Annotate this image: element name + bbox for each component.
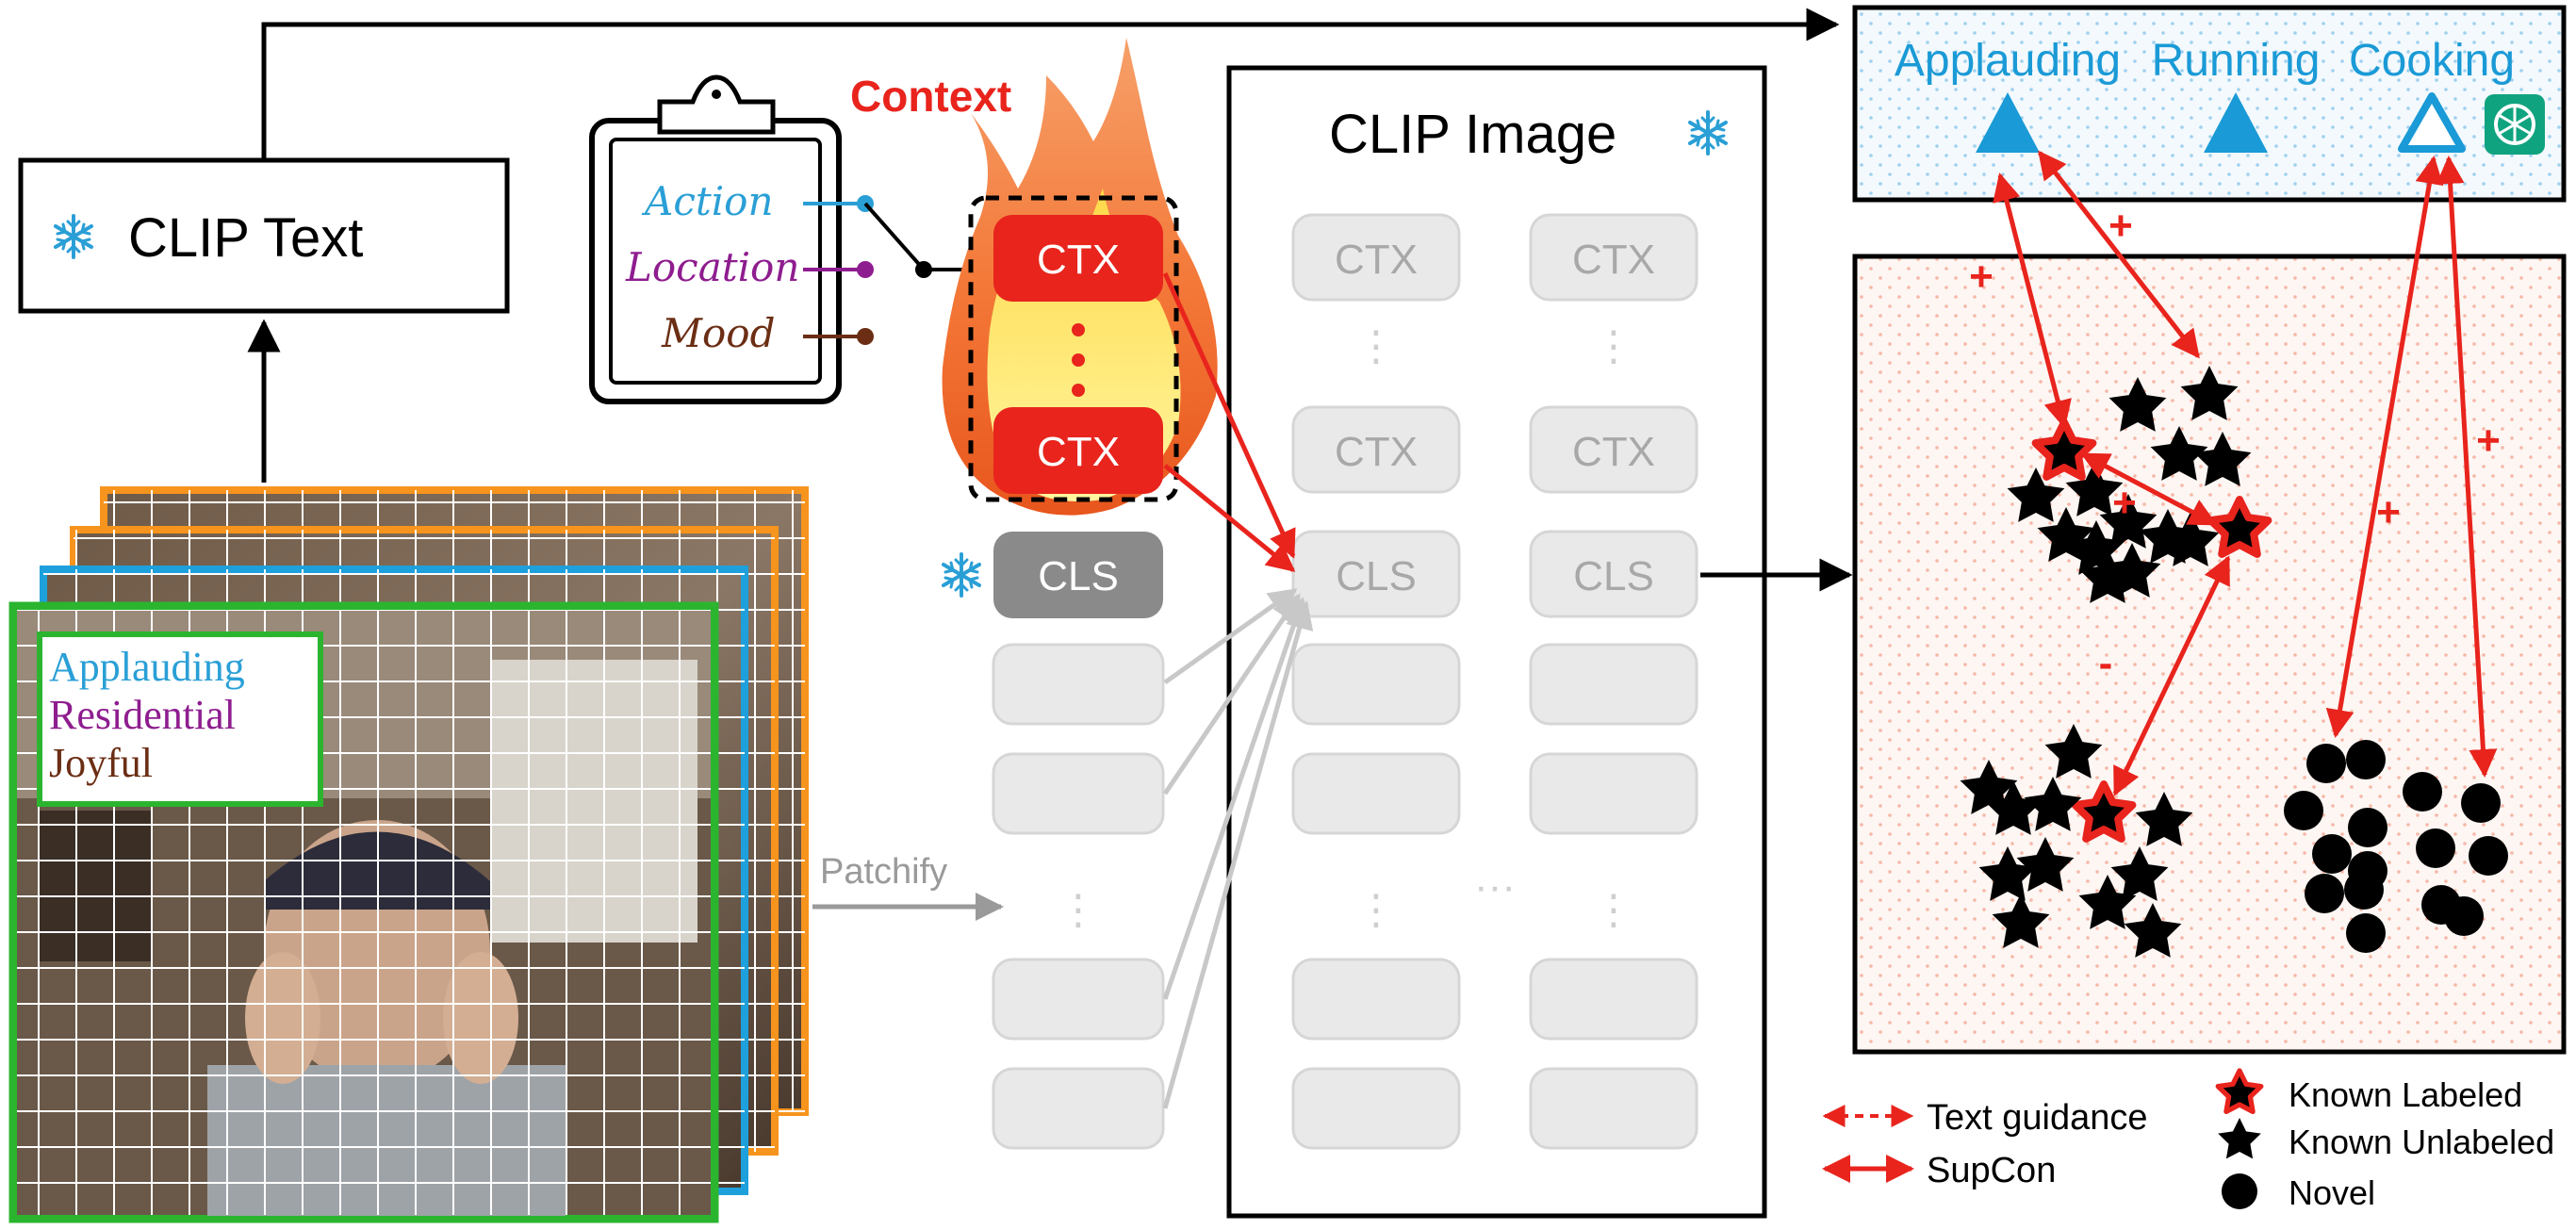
legend-novel: Novel: [2289, 1173, 2375, 1212]
enc-ctx-2b: CTX: [1572, 429, 1655, 475]
running-triangle-icon: [2204, 92, 2268, 153]
legend-known-unlabeled-star-icon: [2218, 1118, 2261, 1159]
patchify-label: Patchify: [820, 852, 947, 892]
image-label-location: Residential: [49, 692, 236, 738]
patch-token-3: [992, 958, 1165, 1041]
enc-cls-1: CLS: [1336, 553, 1417, 599]
class-text-panel: Applauding Running Cooking: [1852, 5, 2567, 203]
patch-token-2: [992, 752, 1165, 835]
class-applauding: Applauding: [1895, 36, 2121, 86]
ctx-token-1: CTX: [993, 215, 1163, 302]
legend-known-labeled: Known Labeled: [2289, 1075, 2522, 1114]
minus-sign: -: [2099, 640, 2113, 686]
plus-sign-4: +: [2376, 489, 2401, 535]
enc-cls-2: CLS: [1573, 553, 1654, 599]
class-running: Running: [2152, 36, 2321, 86]
legend-novel-circle-icon: [2222, 1173, 2257, 1209]
enc-dots-4: ⋮: [1593, 887, 1634, 933]
ctx-token-n: CTX: [993, 407, 1163, 494]
feature-space-panel: [1852, 254, 2567, 1055]
enc-dots-1: ⋮: [1355, 323, 1397, 369]
clip-text-label: CLIP Text: [128, 207, 363, 269]
llm-logo-icon: [2485, 94, 2545, 155]
cls-token-frozen: CLS: [993, 532, 1163, 618]
cls-token-label: CLS: [1038, 553, 1119, 599]
legend-text-guidance: Text guidance: [1927, 1098, 2148, 1138]
enc-dots-2: ⋮: [1593, 323, 1634, 369]
clip-image-label: CLIP Image: [1329, 104, 1616, 165]
plus-sign-2: +: [2108, 203, 2133, 249]
context-field-location: Location: [625, 244, 799, 290]
clip-text-encoder: CLIP Text: [18, 157, 510, 314]
context-title: Context: [850, 72, 1011, 121]
legend-supcon: SupCon: [1927, 1151, 2056, 1190]
enc-hdots: ···: [1474, 863, 1516, 910]
class-cooking: Cooking: [2349, 36, 2515, 86]
novel-cluster: [2284, 740, 2508, 953]
image-label-action: Applauding: [49, 644, 245, 690]
cooking-outlined-triangle-icon: [2398, 92, 2466, 153]
image-stack: Applauding Residential Joyful: [8, 486, 809, 1223]
patch-dots: ⋮: [1058, 887, 1099, 933]
ground-truth-label-box: [37, 631, 323, 807]
plus-sign-3: +: [2112, 480, 2137, 526]
clip-image-encoder: CLIP Image CTX CTX CLS CTX CTX CLS: [1226, 65, 1767, 1219]
context-clipboard: Action Location Mood: [589, 74, 994, 404]
context-field-mood: Mood: [661, 310, 775, 356]
enc-ctx-1a: CTX: [1335, 237, 1418, 283]
cls-frozen-snowflake-icon: [942, 552, 981, 598]
legend-known-unlabeled: Known Unlabeled: [2289, 1123, 2554, 1161]
enc-ctx-2a: CTX: [1572, 237, 1655, 283]
legend-known-labeled-star-icon: [2218, 1071, 2261, 1111]
enc-dots-3: ⋮: [1355, 887, 1397, 933]
image-label-mood: Joyful: [49, 740, 153, 786]
enc-ctx-1b: CTX: [1335, 429, 1418, 475]
plus-sign-5: +: [2476, 418, 2501, 464]
relation-arrows: [1993, 150, 2498, 796]
patch-token-4: [992, 1067, 1165, 1150]
context-field-action: Action: [641, 178, 774, 224]
ctx-token-1-label: CTX: [1037, 237, 1120, 283]
text-to-classes-arrow: [261, 8, 1840, 160]
plus-sign-1: +: [1969, 254, 1994, 300]
patch-token-1: [992, 643, 1165, 726]
legend: Text guidance SupCon Known Labeled Known…: [1822, 1071, 2554, 1212]
token-to-encoder-arrows: [1162, 271, 1314, 1109]
applauding-triangle-icon: [1976, 92, 2040, 153]
ctx-dots: [1072, 323, 1085, 397]
ctx-token-n-label: CTX: [1037, 429, 1120, 475]
